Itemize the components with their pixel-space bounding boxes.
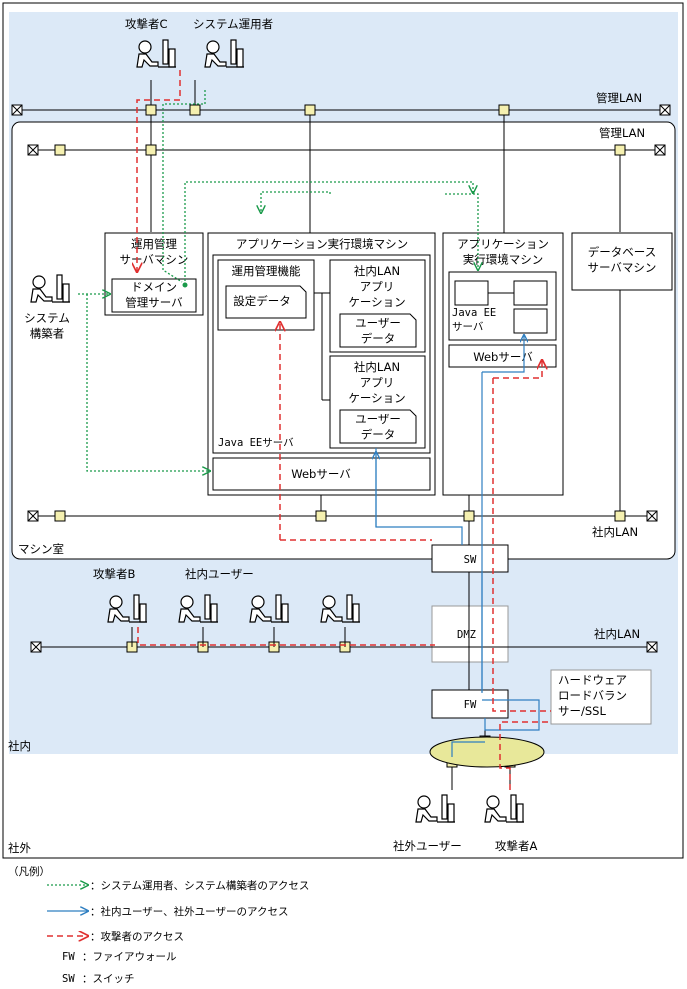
- app-module-icon: [513, 308, 548, 334]
- operator-access-dot: [182, 282, 188, 288]
- javaee-1-label: Java EEサーバ: [218, 437, 294, 449]
- mgmt-lan-inner-label: 管理LAN: [599, 126, 645, 140]
- web-1-label: Webサーバ: [291, 467, 351, 481]
- lan-node-icon: [189, 104, 201, 116]
- legend-title: （凡例）: [8, 865, 50, 878]
- terminator-icon: [11, 104, 23, 116]
- lan-node-icon: [614, 510, 626, 522]
- lan-node-icon: [54, 144, 66, 156]
- corp-lan-room-label: 社内LAN: [592, 525, 638, 539]
- fw-label: FW: [464, 699, 477, 711]
- corp-users-label: 社内ユーザー: [185, 567, 254, 581]
- zone-outside-label: 社外: [8, 841, 31, 855]
- legend-item-user: ：社内ユーザー、社外ユーザーのアクセス: [47, 905, 288, 918]
- attacker-b-label: 攻撃者B: [93, 567, 135, 581]
- svg-text:：攻撃者のアクセス: ：攻撃者のアクセス: [90, 930, 184, 943]
- svg-text:：スイッチ: ：スイッチ: [82, 973, 135, 985]
- db-machine-label: データベースサーバマシン: [588, 245, 657, 275]
- load-balancer-box: [550, 669, 652, 725]
- user-access-path: [376, 335, 540, 757]
- lan-node-icon: [304, 104, 316, 116]
- web-1-box: [212, 457, 431, 491]
- load-balancer-label: ハードウェアロードバランサー/SSL: [558, 673, 627, 718]
- lan-node-icon: [614, 144, 626, 156]
- attacker-c-label: 攻撃者C: [125, 17, 168, 31]
- zone-machine-room-label: マシン室: [18, 542, 64, 556]
- lan-node-icon: [498, 104, 510, 116]
- terminator-icon: [659, 104, 671, 116]
- attacker-access-path: [137, 70, 551, 790]
- terminator-icon: [27, 510, 39, 522]
- svg-text:：システム運用者、システム構築者のアクセス: ：システム運用者、システム構築者のアクセス: [90, 879, 309, 892]
- terminator-icon: [30, 641, 42, 653]
- app-module-icon: [513, 280, 548, 306]
- sys-builder-label: システム構築者: [24, 311, 70, 341]
- fw-box: [431, 689, 509, 719]
- app-machine-2-label: アプリケーション実行環境マシン: [457, 237, 549, 267]
- user-data-1-shape: [339, 313, 417, 348]
- zone-company-label: 社内: [8, 739, 31, 753]
- sw-label: SW: [464, 554, 477, 566]
- attacker-a-label: 攻撃者A: [495, 839, 537, 853]
- terminator-icon: [646, 641, 658, 653]
- lan-node-icon: [315, 510, 327, 522]
- settings-data-shape: [225, 285, 307, 319]
- svg-text:：社内ユーザー、社外ユーザーのアクセス: ：社内ユーザー、社外ユーザーのアクセス: [90, 905, 288, 918]
- legend-item-attacker: ：攻撃者のアクセス: [47, 930, 184, 943]
- lan-node-icon: [145, 104, 157, 116]
- corp-lan-main-label: 社内LAN: [594, 627, 640, 641]
- terminator-icon: [646, 510, 658, 522]
- user-data-2-shape: [339, 409, 417, 444]
- svg-text:：ファイアウォール: ：ファイアウォール: [82, 951, 177, 963]
- operator-access-path: [78, 90, 478, 471]
- ops-function-label: 運用管理機能: [232, 264, 301, 278]
- external-user-label: 社外ユーザー: [393, 839, 462, 853]
- lan-node-icon: [145, 144, 157, 156]
- lan-node-icon: [463, 510, 475, 522]
- router-icon: [429, 736, 545, 768]
- legend-item-operator: ：システム運用者、システム構築者のアクセス: [47, 879, 309, 892]
- lan-node-icon: [54, 510, 66, 522]
- user-data-1-label: ユーザーデータ: [355, 316, 401, 346]
- web-2-label: Webサーバ: [473, 350, 533, 364]
- settings-data-label: 設定データ: [233, 294, 291, 308]
- zone-dmz-label: DMZ: [457, 629, 476, 641]
- web-2-box: [448, 344, 557, 368]
- legend-abbr-fw: FW ：ファイアウォール: [62, 951, 177, 963]
- svg-text:FW: FW: [62, 951, 75, 963]
- terminator-icon: [654, 144, 666, 156]
- domain-server-label: ドメイン管理サーバ: [125, 280, 183, 310]
- sys-operator-label: システム運用者: [193, 17, 273, 31]
- svg-text:SW: SW: [62, 973, 75, 985]
- app-module-icon: [454, 280, 489, 306]
- legend-abbr-sw: SW ：スイッチ: [62, 973, 135, 985]
- sw-box: [431, 544, 509, 573]
- domain-server-box: [111, 278, 197, 313]
- terminator-icon: [27, 144, 39, 156]
- db-machine-box: [571, 232, 673, 291]
- user-data-2-label: ユーザーデータ: [355, 412, 401, 442]
- app-machine-1-label: アプリケーション実行環境マシン: [236, 237, 408, 251]
- mgmt-lan-outer-label: 管理LAN: [596, 91, 642, 105]
- dmz-zone: [431, 605, 509, 663]
